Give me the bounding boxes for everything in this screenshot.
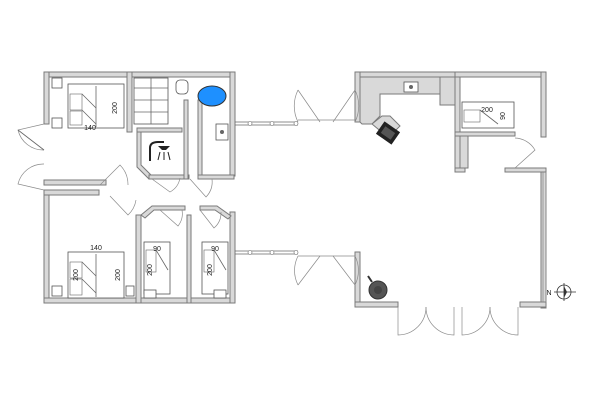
shower-icon: [149, 141, 171, 161]
bedroom-2-width-label: 140: [90, 245, 102, 252]
annex-bed: 200 90: [459, 101, 515, 169]
bedroom-2-beds: 140 200 200: [51, 245, 135, 299]
wood-stove-icon: [367, 275, 388, 300]
doors: [17, 89, 547, 336]
bedroom-2-length-b-label: 200: [115, 269, 122, 281]
wardrobe: [133, 77, 169, 125]
bed-3a-length-label: 200: [147, 264, 154, 276]
stove-icon: [375, 121, 401, 145]
master-bed-width-label: 140: [84, 125, 96, 132]
master-bed: 140 200: [51, 77, 125, 132]
bed-3a-width-label: 90: [153, 246, 161, 253]
bed-3b-length-label: 200: [207, 264, 214, 276]
bedroom-2-length-a-label: 200: [73, 269, 80, 281]
master-bed-length-label: 200: [112, 102, 119, 114]
compass: N: [546, 283, 576, 301]
corridor-lines: [235, 119, 355, 257]
bathtub-icon: [197, 85, 227, 107]
right-wing-walls: [354, 71, 547, 309]
bedroom-3-beds: 90 200 90 200: [143, 241, 229, 299]
annex-bed-length-label: 200: [481, 107, 493, 114]
kitchen: [359, 76, 456, 145]
compass-north-label: N: [546, 290, 551, 297]
bathroom: [149, 79, 229, 161]
bed-3b-width-label: 90: [211, 246, 219, 253]
annex-bed-width-label: 90: [500, 112, 507, 120]
